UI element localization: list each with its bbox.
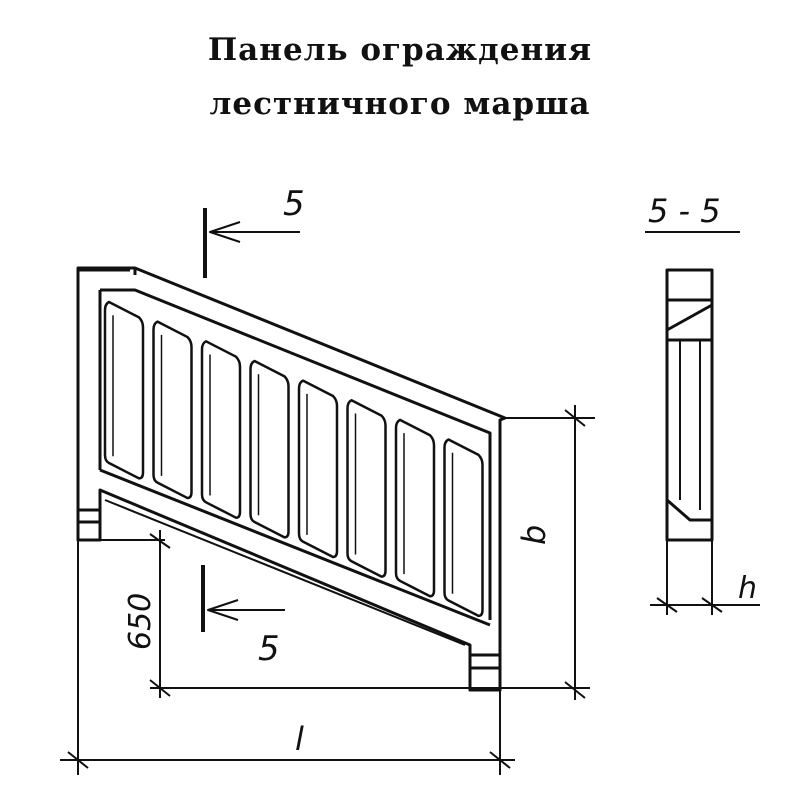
dimension-height-label: b <box>515 525 553 545</box>
dimension-leg-height-label: 650 <box>123 593 158 650</box>
baluster <box>346 398 387 578</box>
balusters <box>103 300 484 618</box>
baluster <box>249 359 290 539</box>
baluster <box>103 300 145 480</box>
section-mark-bottom <box>201 565 285 632</box>
section-mark-top <box>203 208 300 278</box>
dimension-lines <box>60 405 760 775</box>
dimension-thickness-label: h <box>738 571 757 606</box>
panel-outline <box>76 266 507 692</box>
dimension-length-label: l <box>295 720 304 758</box>
baluster <box>200 340 242 519</box>
baluster <box>443 438 484 618</box>
title-line-1: Панель ограждения <box>207 32 593 68</box>
section-view <box>665 268 714 542</box>
baluster <box>152 320 193 500</box>
baluster <box>297 379 339 559</box>
title-line-2: лестничного марша <box>209 86 591 122</box>
baluster <box>394 418 436 598</box>
section-mark-bottom-label: 5 <box>258 629 280 669</box>
section-title: 5 - 5 <box>648 192 721 230</box>
section-mark-top-label: 5 <box>283 184 305 224</box>
